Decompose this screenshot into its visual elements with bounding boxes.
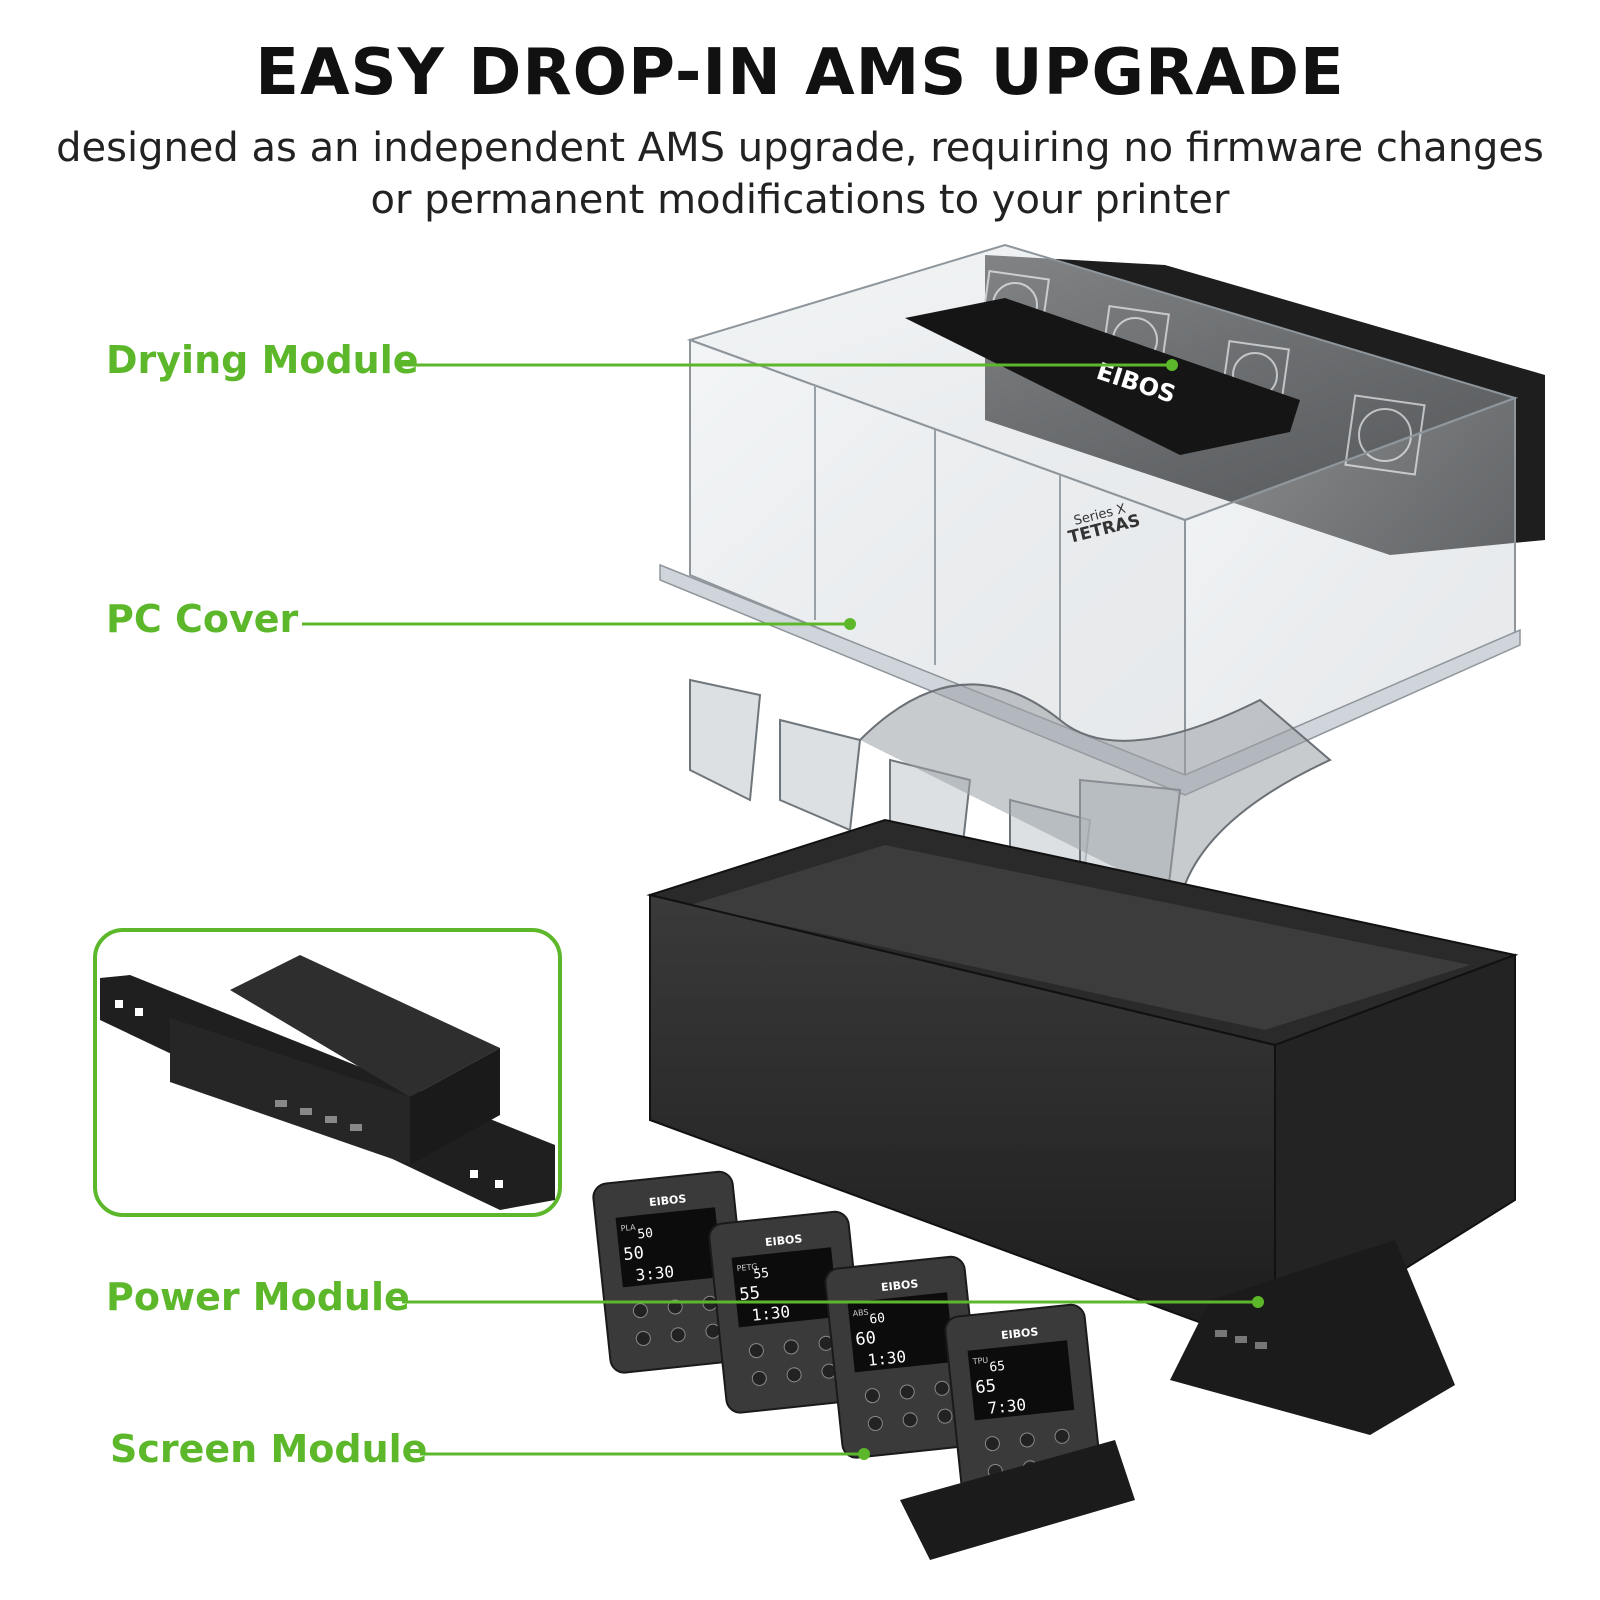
callout-lines <box>302 363 1258 1456</box>
screen-mode: ABS <box>852 1308 869 1319</box>
screen-logo: EIBOS <box>764 1232 802 1249</box>
screen-module-label: Screen Module <box>110 1427 428 1471</box>
pc-cover-label: PC Cover <box>106 597 299 641</box>
screen-temperature: 55 <box>753 1266 770 1283</box>
screen-temperature: 60 <box>869 1311 886 1328</box>
screen-timer: 3:30 <box>635 1262 675 1285</box>
screen-humidity: 55 <box>738 1283 760 1305</box>
drying-module-label: Drying Module <box>106 338 419 382</box>
pc-cover: EIBOS Series X TETRAS <box>659 243 1521 796</box>
drying-callout-dot <box>1166 359 1178 371</box>
power-module-label: Power Module <box>106 1275 410 1319</box>
screen-module: EIBOS PLA 50 50 3:30 <box>592 1170 751 1374</box>
subheading-line-2: or permanent modifications to your print… <box>370 177 1230 223</box>
screen-mode: TPU <box>971 1356 989 1367</box>
screen-module: EIBOS ABS 60 60 1:30 <box>824 1255 983 1459</box>
screen-callout-dot <box>858 1448 870 1460</box>
screen-logo: EIBOS <box>648 1192 686 1209</box>
screen-humidity: 50 <box>622 1243 644 1265</box>
ams-base <box>646 818 1519 1435</box>
screen-temperature: 65 <box>989 1359 1006 1376</box>
callout-dots <box>844 359 1264 1460</box>
screen-module: EIBOS PETG 55 55 1:30 <box>708 1210 867 1414</box>
screen-module-base <box>900 1440 1135 1560</box>
power-module-inset <box>93 928 562 1217</box>
screen-timer: 1:30 <box>867 1347 907 1370</box>
headline: EASY DROP-IN AMS UPGRADE <box>255 36 1345 110</box>
screen-timer: 7:30 <box>987 1395 1027 1418</box>
screen-humidity: 65 <box>974 1376 996 1398</box>
screen-humidity: 60 <box>854 1328 876 1350</box>
screen-temperature: 50 <box>637 1226 654 1243</box>
screen-logo: EIBOS <box>880 1277 918 1294</box>
subheading-line-1: designed as an independent AMS upgrade, … <box>56 125 1544 171</box>
screen-logo: EIBOS <box>1000 1325 1038 1342</box>
power-callout-dot <box>1252 1296 1264 1308</box>
screen-timer: 1:30 <box>751 1302 791 1325</box>
spool-holder <box>859 683 1332 901</box>
screen-mode: PETG <box>736 1262 758 1273</box>
screen-mode: PLA <box>620 1223 636 1234</box>
cover-callout-dot <box>844 618 856 630</box>
subheading: designed as an independent AMS upgrade, … <box>0 122 1600 226</box>
